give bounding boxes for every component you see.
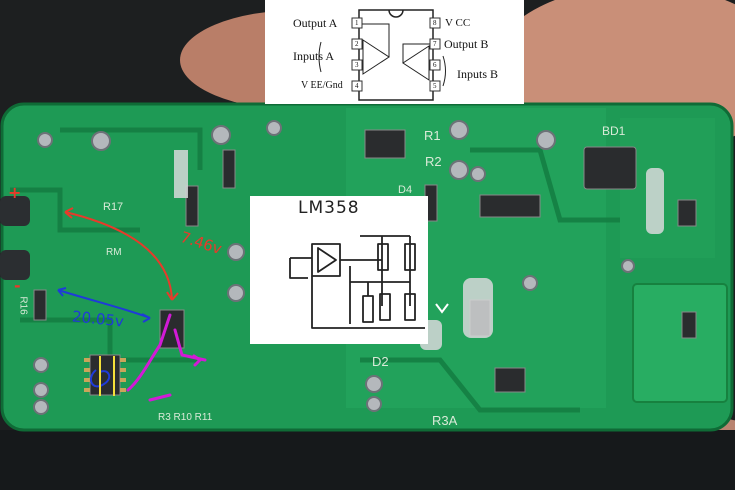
lm358-sketch-inset: LM358 <box>250 196 428 344</box>
pinout-vcc: V CC <box>445 17 471 29</box>
silk-bottom-refs: R3 R10 R11 <box>158 412 213 423</box>
silk-bd1: BD1 <box>602 124 626 138</box>
magenta-path <box>126 313 172 392</box>
silk-r2: R2 <box>425 154 442 169</box>
lm358-chip <box>89 354 121 396</box>
pin-number: 3 <box>355 61 359 69</box>
red-voltage-arrow <box>64 211 173 301</box>
pin-number: 7 <box>433 40 437 48</box>
pin-number: 2 <box>355 40 359 48</box>
pinout-diagram <box>318 9 446 101</box>
sketch-circuit <box>289 235 425 329</box>
plus-label: + <box>8 183 22 202</box>
sketch-title: LM358 <box>298 198 360 218</box>
pin-number: 8 <box>433 19 437 27</box>
silk-r17: R17 <box>103 201 124 213</box>
pin-number: 1 <box>355 19 359 27</box>
silk-r16: R16 <box>17 296 29 315</box>
bridge-rectifier <box>583 146 637 190</box>
pin-number: 6 <box>433 61 437 69</box>
pinout-inputs-a: Inputs A <box>293 49 335 63</box>
silk-r1: R1 <box>424 128 441 143</box>
minus-label: - <box>14 276 21 295</box>
heatsink-pad <box>632 283 728 403</box>
pin-number: 4 <box>355 82 359 90</box>
pinout-output-b: Output B <box>444 37 489 51</box>
silk-r3a: R3A <box>432 413 458 428</box>
silk-d4: D4 <box>398 184 413 196</box>
silk-rm: RM <box>106 247 122 258</box>
pinout-output-a: Output A <box>293 16 338 30</box>
pin-number: 5 <box>433 82 437 90</box>
pinout-inputs-b: Inputs B <box>457 67 499 81</box>
silk-d2: D2 <box>372 354 389 369</box>
lm358-pinout-inset: Output A Inputs A V EE/Gnd V CC Output B… <box>265 0 524 104</box>
pinout-vee-gnd: V EE/Gnd <box>301 80 343 91</box>
